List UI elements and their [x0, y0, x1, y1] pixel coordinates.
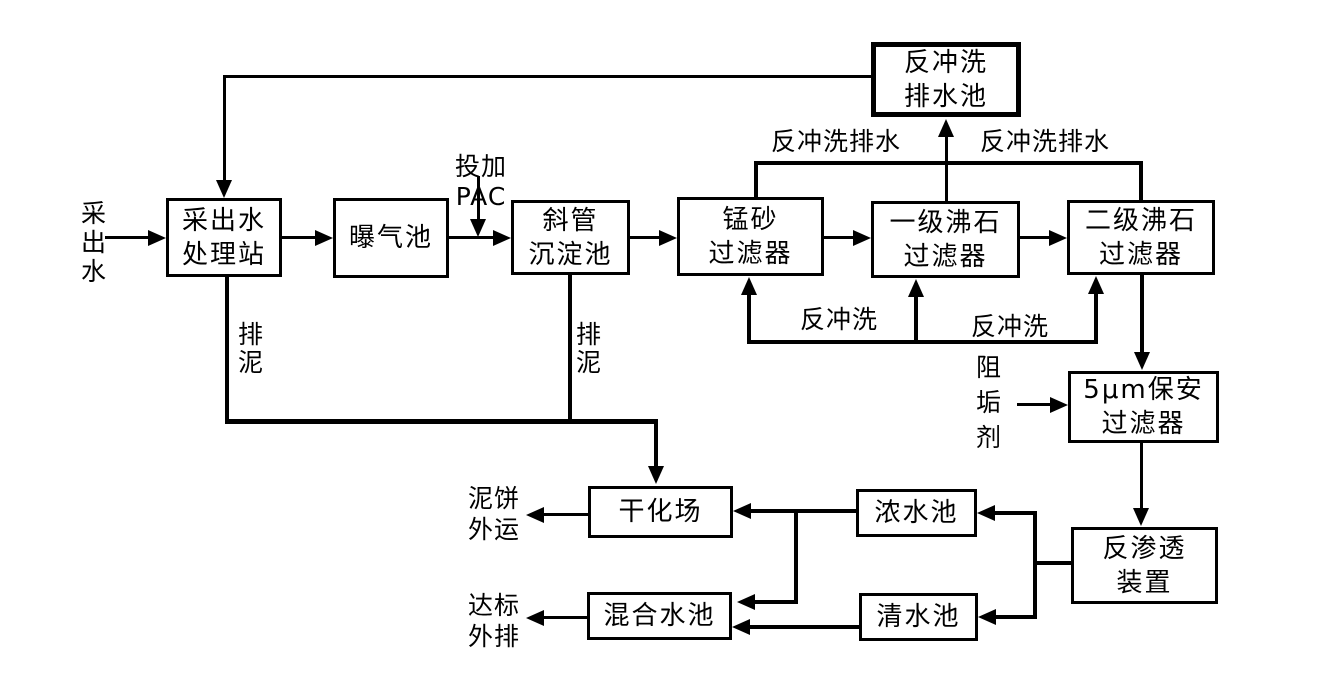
ro-outlet-line: [1035, 561, 1071, 565]
process-box-aeration-tank: 曝气池: [333, 198, 449, 278]
mixing-to-out-line: [544, 616, 587, 619]
return-line-top: [223, 75, 871, 78]
arrowhead-settler-to-manganese: [659, 230, 677, 246]
label-sludge-left: 排 泥: [237, 320, 264, 377]
backwash-supply-riser-zeolite1: [914, 296, 918, 344]
label-backwash-drain-right: 反冲洗排水: [979, 127, 1110, 156]
arrowhead-station-to-aeration: [315, 230, 333, 246]
arrowhead-return-to-station: [216, 180, 232, 198]
arrowhead-concentrate-to-mixing: [737, 594, 755, 610]
arrowhead-backwash-manganese: [741, 277, 757, 295]
arrowhead-backwash-zeolite2: [1088, 276, 1104, 294]
process-box-mixing-tank: 混合水池: [587, 592, 732, 640]
flow-line-settler-to-manganese: [630, 236, 661, 239]
arrowhead-pac-dosing: [470, 219, 486, 237]
flow-line-zeolite2-to-security: [1140, 275, 1144, 354]
arrowhead-discharge-out: [526, 610, 544, 626]
flow-line-pac-dosing: [477, 176, 480, 222]
backwash-supply-riser-manganese: [747, 294, 751, 344]
backwash-supply-line: [747, 340, 1098, 344]
label-backwash-drain-left: 反冲洗排水: [770, 127, 901, 156]
flow-line-inlet: [105, 236, 150, 239]
sludge-drop-to-drying: [654, 419, 658, 468]
label-sludge-cake-out: 泥饼 外运: [467, 484, 520, 544]
backwash-drain-riser-manganese: [754, 161, 758, 199]
drying-to-out-line: [544, 513, 588, 516]
backwash-drain-riser-zeolite2: [1139, 161, 1143, 202]
return-line-drop: [223, 75, 226, 181]
ro-to-concentrate-line: [993, 511, 1035, 515]
label-discharge-out: 达标 外排: [467, 591, 520, 651]
arrowhead-antiscalant: [1050, 397, 1068, 413]
process-box-clean-water-tank: 清水池: [859, 593, 978, 641]
arrowhead-security-to-ro: [1133, 508, 1149, 526]
label-antiscalant: 阻 垢 剂: [975, 353, 1002, 452]
process-box-concentrate-tank: 浓水池: [856, 489, 977, 537]
label-backwash-right: 反冲洗: [970, 312, 1049, 341]
clean-to-mixing-line: [748, 625, 859, 629]
process-box-drying-field: 干化场: [588, 486, 733, 538]
label-backwash-left: 反冲洗: [799, 305, 878, 334]
arrowhead-zeolite1-to-zeolite2: [1049, 230, 1067, 246]
arrowhead-ro-to-clean: [978, 609, 996, 625]
flow-line-manganese-to-zeolite1: [824, 236, 855, 239]
flow-line-aeration-to-settler: [449, 236, 495, 239]
backwash-supply-riser-zeolite2: [1094, 293, 1098, 344]
arrowhead-into-drain-tank: [938, 119, 954, 137]
arrowhead-backwash-zeolite1: [908, 279, 924, 297]
arrowhead-inlet: [148, 230, 166, 246]
label-produced-water: 采 出 水: [80, 199, 107, 286]
process-box-inclined-settler: 斜管 沉淀池: [511, 200, 630, 275]
arrowhead-clean-to-mixing: [732, 619, 750, 635]
ro-to-clean-line: [994, 615, 1037, 619]
process-box-ro-unit: 反渗透 装置: [1071, 527, 1218, 604]
concentrate-to-mixing-line: [753, 600, 798, 604]
arrowhead-sludge-cake-out: [526, 507, 544, 523]
concentrate-to-drying-line: [749, 509, 856, 513]
flow-line-security-to-ro: [1140, 443, 1143, 509]
process-box-backwash-drain-tank: 反冲洗 排水池: [871, 42, 1021, 117]
arrowhead-aeration-to-settler: [493, 230, 511, 246]
label-pac-dosing: 投加PAC: [454, 152, 507, 211]
flow-line-antiscalant: [1017, 403, 1052, 406]
sludge-line-station: [225, 277, 229, 423]
arrowhead-sludge-to-drying: [648, 466, 664, 484]
process-box-security-filter: 5μm保安 过滤器: [1068, 371, 1219, 443]
concentrate-branch-drop: [794, 509, 798, 604]
backwash-drain-header: [755, 161, 1143, 165]
label-sludge-right: 排 泥: [575, 320, 602, 377]
arrowhead-manganese-to-zeolite1: [853, 230, 871, 246]
ro-split-riser: [1033, 511, 1037, 619]
arrowhead-zeolite2-to-security: [1134, 352, 1150, 370]
process-box-zeolite-filter-2: 二级沸石 过滤器: [1067, 200, 1215, 275]
arrowhead-ro-to-concentrate: [977, 505, 995, 521]
flow-line-zeolite1-to-zeolite2: [1020, 236, 1051, 239]
process-box-manganese-filter: 锰砂 过滤器: [677, 197, 824, 276]
process-box-zeolite-filter-1: 一级沸石 过滤器: [871, 201, 1020, 278]
flow-line-station-to-aeration: [282, 236, 317, 239]
sludge-line-settler: [568, 275, 572, 423]
process-box-treatment-station: 采出水 处理站: [166, 198, 282, 277]
arrowhead-concentrate-to-drying: [733, 503, 751, 519]
sludge-collector-line: [225, 419, 658, 424]
backwash-drain-riser-zeolite1: [945, 133, 948, 203]
